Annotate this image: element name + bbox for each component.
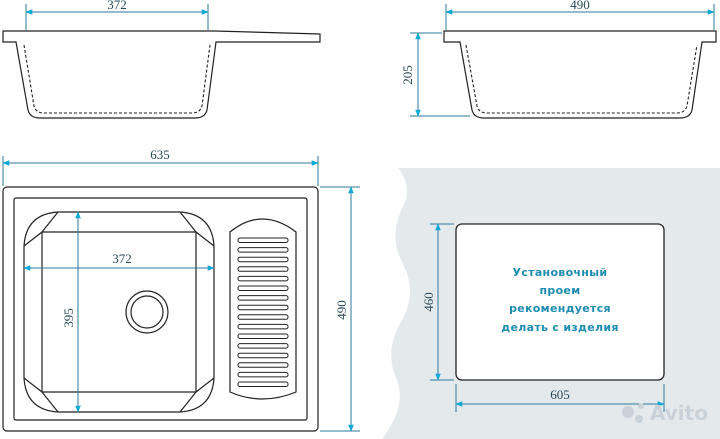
drainboard-rib: [237, 362, 289, 368]
drainboard-rib: [237, 285, 289, 291]
cutout-height-label: 460: [421, 292, 436, 312]
drainboard-rib: [237, 237, 289, 243]
drainboard-rib: [237, 323, 289, 330]
countertop-cutout-view: Установочный проем рекомендуется делать …: [382, 168, 720, 439]
cutout-note-line-1: Установочный: [513, 266, 608, 279]
drainboard-rib: [237, 275, 289, 282]
cutout-note: Установочный проем рекомендуется делать …: [501, 266, 618, 334]
side-view-left-width-label: 372: [107, 0, 127, 12]
side-view-depth-label: 205: [400, 65, 415, 85]
cutout-width-label: 605: [550, 387, 570, 402]
drainboard-rib: [237, 371, 289, 378]
drain-outer: [125, 290, 169, 334]
drain-inner: [130, 295, 164, 329]
cutout-note-line-3: рекомендуется: [509, 302, 611, 315]
top-view-height-label: 490: [334, 300, 349, 320]
drainboard-rib: [237, 256, 289, 263]
top-view-bowl-width-label: 372: [112, 251, 132, 266]
top-view-width-label: 635: [150, 147, 170, 162]
drainboard-rib: [237, 304, 289, 311]
drainboard-rib: [237, 247, 289, 253]
drainboard-rib: [237, 314, 289, 320]
side-view-right: 490 205: [400, 0, 717, 119]
drainboard-rib: [237, 266, 289, 272]
cutout-note-line-2: проем: [540, 284, 581, 297]
drainboard-rib: [237, 352, 289, 359]
drainboard-rib: [237, 381, 289, 387]
top-view-bowl-height-label: 395: [61, 308, 76, 328]
cutout-opening: [455, 223, 665, 381]
drainboard-ribs: [237, 237, 289, 387]
side-view-left: 372: [2, 0, 321, 119]
cutout-note-line-4: делать с изделия: [501, 321, 618, 334]
drainboard-rib: [237, 295, 289, 301]
top-view: 635 372 395 490: [2, 147, 360, 432]
drainboard-rib: [237, 343, 289, 349]
avito-watermark: Avito: [622, 401, 708, 425]
drainboard-rib: [237, 333, 289, 339]
side-view-right-width-label: 490: [570, 0, 590, 12]
avito-watermark-text: Avito: [650, 401, 708, 425]
avito-logo-icon: [622, 406, 634, 418]
